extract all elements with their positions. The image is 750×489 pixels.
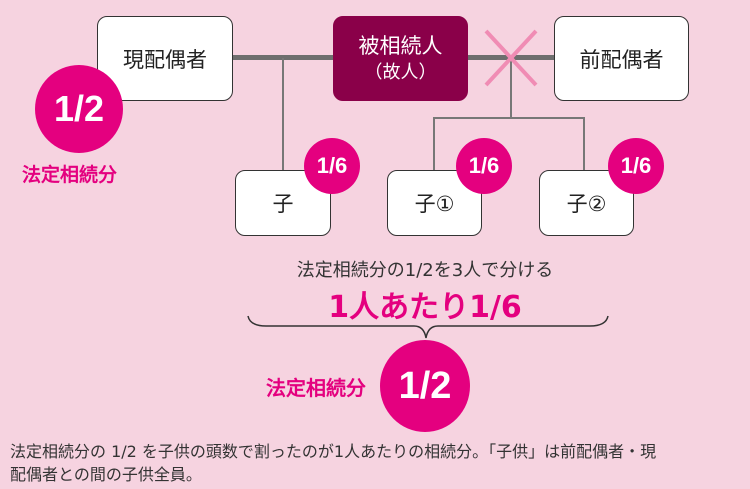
deceased-box: 被相続人 （故人） [333,16,468,101]
former-branch-stem [510,58,512,119]
former-spouse-label: 前配偶者 [579,47,664,72]
children-share-badge: 1/2 [380,340,470,432]
child2-share-badge: 1/6 [608,138,664,194]
child2-share-value: 1/6 [620,153,652,178]
deceased-label: 被相続人 [358,34,443,59]
child2-label: 子② [566,192,607,216]
spouse-share-value: 1/2 [53,88,105,129]
spouse-share-badge: 1/2 [35,65,123,153]
child2-box: 子② [539,170,634,236]
children-share-value: 1/2 [398,364,452,407]
child1-branch-line [433,117,435,171]
child-branch-line [282,58,284,171]
per-person-share: 1人あたり1/6 [328,290,522,325]
child1-label: 子① [414,192,455,216]
child1-share-badge: 1/6 [456,138,512,194]
child1-share-value: 1/6 [468,153,500,178]
spouse-share-label: 法定相続分 [22,164,118,186]
caption-line-2: 配偶者との間の子供全員。 [10,465,202,484]
children-share-label: 法定相続分 [266,376,366,400]
child2-branch-line [583,117,585,171]
child-share-badge: 1/6 [304,138,360,194]
former-spouse-box: 前配偶者 [554,16,689,101]
brace-icon [247,315,609,339]
child-share-value: 1/6 [316,153,348,178]
divorce-cross-icon [484,29,538,87]
caption-line-1: 法定相続分の 1/2 を子供の頭数で割ったのが1人あたりの相続分。「子供」は前配… [10,442,657,461]
deceased-note: （故人） [364,61,437,83]
split-note: 法定相続分の1/2を3人で分ける [296,260,554,281]
former-branch-horizontal [433,117,585,119]
current-spouse-box: 現配偶者 [97,16,233,101]
child-label: 子 [272,192,294,216]
current-spouse-label: 現配偶者 [123,47,207,72]
